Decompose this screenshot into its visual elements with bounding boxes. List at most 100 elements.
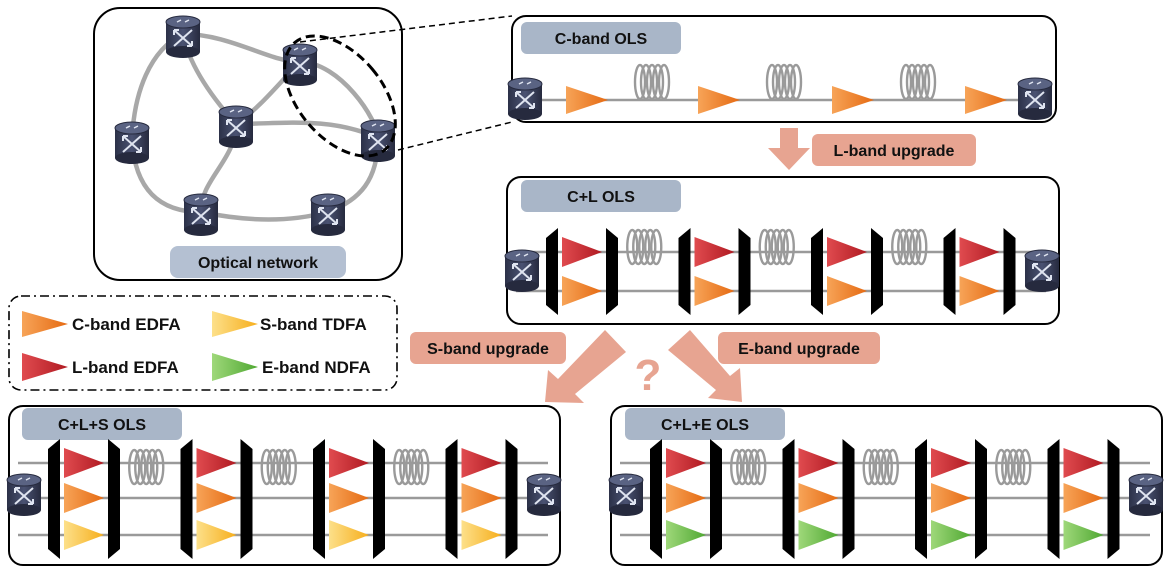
band-mux-icon	[546, 228, 558, 315]
triangle-amplifier-icon	[329, 483, 369, 513]
fiber-spool-icon	[758, 228, 795, 266]
fiber-spool-icon	[765, 63, 803, 101]
e-band-upgrade-label: E-band upgrade	[738, 341, 860, 358]
roadm-node-icon	[1017, 77, 1053, 120]
triangle-amplifier-icon	[694, 276, 735, 306]
band-mux-icon	[1047, 439, 1060, 559]
zoom-line-top	[299, 15, 513, 43]
c-l-s-ols-panel: C+L+S OLS	[6, 405, 562, 566]
uncertain-mark: ?	[635, 351, 662, 400]
triangle-amplifier-icon	[1063, 520, 1104, 550]
optical-network-panel: Optical network	[93, 7, 403, 281]
triangle-amplifier-icon	[959, 237, 1000, 267]
c-l-s-ols-title: C+L+S OLS	[58, 417, 146, 434]
roadm-node-icon	[165, 15, 201, 58]
legend-e-band-ndfa: E-band NDFA	[262, 358, 371, 377]
band-mux-icon	[710, 439, 722, 559]
band-mux-icon	[943, 228, 956, 315]
roadm-node-icon	[504, 249, 540, 292]
c-l-e-ols-title-tag	[625, 408, 785, 440]
triangle-amplifier-icon	[694, 237, 735, 267]
legend-s-band-tdfa: S-band TDFA	[260, 315, 367, 334]
band-mux-icon	[678, 228, 691, 315]
roadm-node-icon	[360, 119, 396, 162]
s-band-upgrade-label: S-band upgrade	[427, 341, 549, 358]
triangle-amplifier-icon	[196, 448, 237, 478]
triangle-amplifier-icon	[827, 276, 867, 306]
band-mux-icon	[505, 439, 518, 559]
c-l-e-ols-title: C+L+E OLS	[661, 417, 749, 434]
c-band-ols-title-tag	[521, 22, 681, 54]
triangle-amplifier-icon	[1063, 483, 1104, 513]
legend-s-band-amplifier-icon	[212, 311, 258, 337]
triangle-amplifier-icon	[562, 237, 602, 267]
band-mux-icon	[738, 228, 751, 315]
triangle-amplifier-icon	[1063, 448, 1104, 478]
band-mux-icon	[48, 439, 60, 559]
band-mux-icon	[240, 439, 253, 559]
network-label: Optical network	[198, 255, 318, 272]
triangle-amplifier-icon	[196, 483, 237, 513]
legend-l-band-edfa: L-band EDFA	[72, 358, 179, 377]
band-mux-icon	[650, 439, 662, 559]
band-mux-icon	[373, 439, 385, 559]
legend-l-band-amplifier-icon	[22, 353, 68, 381]
triangle-amplifier-icon	[965, 86, 1007, 114]
triangle-amplifier-icon	[666, 520, 706, 550]
roadm-node-icon	[114, 121, 150, 164]
triangle-amplifier-icon	[931, 483, 971, 513]
roadm-node-icon	[6, 473, 42, 516]
triangle-amplifier-icon	[64, 483, 104, 513]
c-l-ols-title-tag	[521, 180, 681, 212]
band-mux-icon	[871, 228, 883, 315]
triangle-amplifier-icon	[64, 448, 104, 478]
band-mux-icon	[108, 439, 120, 559]
band-mux-icon	[1107, 439, 1120, 559]
band-mux-icon	[1003, 228, 1016, 315]
triangle-amplifier-icon	[798, 483, 839, 513]
l-band-upgrade-label: L-band upgrade	[834, 143, 955, 160]
triangle-amplifier-icon	[798, 520, 839, 550]
fiber-spool-icon	[633, 63, 671, 101]
s-band-upgrade: S-band upgrade	[410, 330, 626, 403]
roadm-node-icon	[183, 193, 219, 236]
band-mux-icon	[782, 439, 795, 559]
fiber-spool-icon	[128, 448, 165, 486]
roadm-node-icon	[526, 473, 562, 516]
roadm-node-icon	[1024, 249, 1060, 292]
zoom-line-bottom	[397, 121, 513, 151]
roadm-node-icon	[1128, 473, 1164, 516]
triangle-amplifier-icon	[329, 448, 369, 478]
c-l-s-ols-title-tag	[22, 408, 182, 440]
network-label-tag	[170, 246, 346, 278]
legend-c-band-amplifier-icon	[22, 311, 68, 337]
fiber-spool-icon	[393, 448, 430, 486]
triangle-amplifier-icon	[196, 520, 237, 550]
roadm-node-icon	[608, 473, 644, 516]
band-mux-icon	[180, 439, 193, 559]
triangle-amplifier-icon	[832, 86, 874, 114]
triangle-amplifier-icon	[562, 276, 602, 306]
triangle-amplifier-icon	[461, 520, 502, 550]
band-mux-icon	[842, 439, 855, 559]
triangle-amplifier-icon	[666, 483, 706, 513]
fiber-spool-icon	[862, 448, 899, 486]
triangle-amplifier-icon	[931, 520, 971, 550]
triangle-amplifier-icon	[666, 448, 706, 478]
legend: C-band EDFA S-band TDFA L-band EDFA E-ba…	[8, 295, 398, 391]
band-mux-icon	[975, 439, 987, 559]
fiber-spool-icon	[899, 63, 937, 101]
fiber-spool-icon	[260, 448, 297, 486]
triangle-amplifier-icon	[798, 448, 839, 478]
roadm-node-icon	[310, 193, 346, 236]
e-band-upgrade: E-band upgrade	[668, 330, 880, 402]
roadm-node-icon	[507, 77, 543, 120]
band-mux-icon	[606, 228, 618, 315]
legend-c-band-edfa: C-band EDFA	[72, 315, 181, 334]
triangle-amplifier-icon	[566, 86, 608, 114]
fiber-spool-icon	[626, 228, 663, 266]
fiber-spool-icon	[730, 448, 767, 486]
c-l-ols-title: C+L OLS	[567, 189, 635, 206]
fiber-spool-icon	[891, 228, 928, 266]
c-l-e-ols-panel: C+L+E OLS	[608, 405, 1164, 566]
